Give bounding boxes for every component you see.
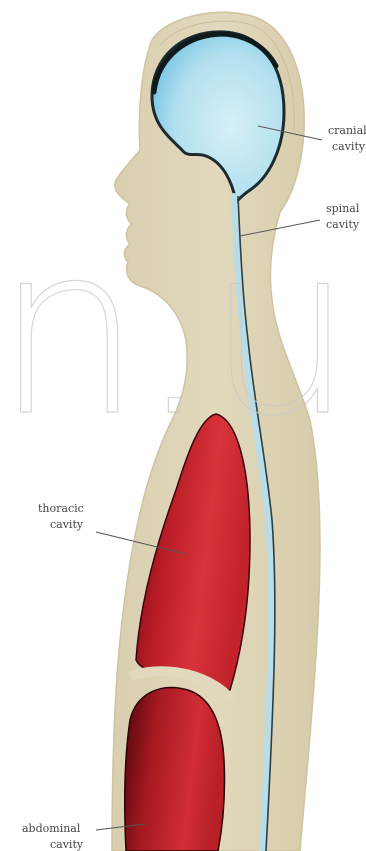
- abdominal-label-line1: abdominal: [22, 822, 81, 835]
- abdominal-cavity: [125, 688, 225, 851]
- abdominal-label-line2: cavity: [50, 838, 84, 851]
- cranial-label-line1: cranial: [328, 124, 366, 137]
- watermark: n.ua: [0, 195, 366, 468]
- cranial-label-line2: cavity: [332, 140, 366, 153]
- thoracic-label-line2: cavity: [50, 518, 84, 531]
- thoracic-label-line1: thoracic: [38, 502, 84, 515]
